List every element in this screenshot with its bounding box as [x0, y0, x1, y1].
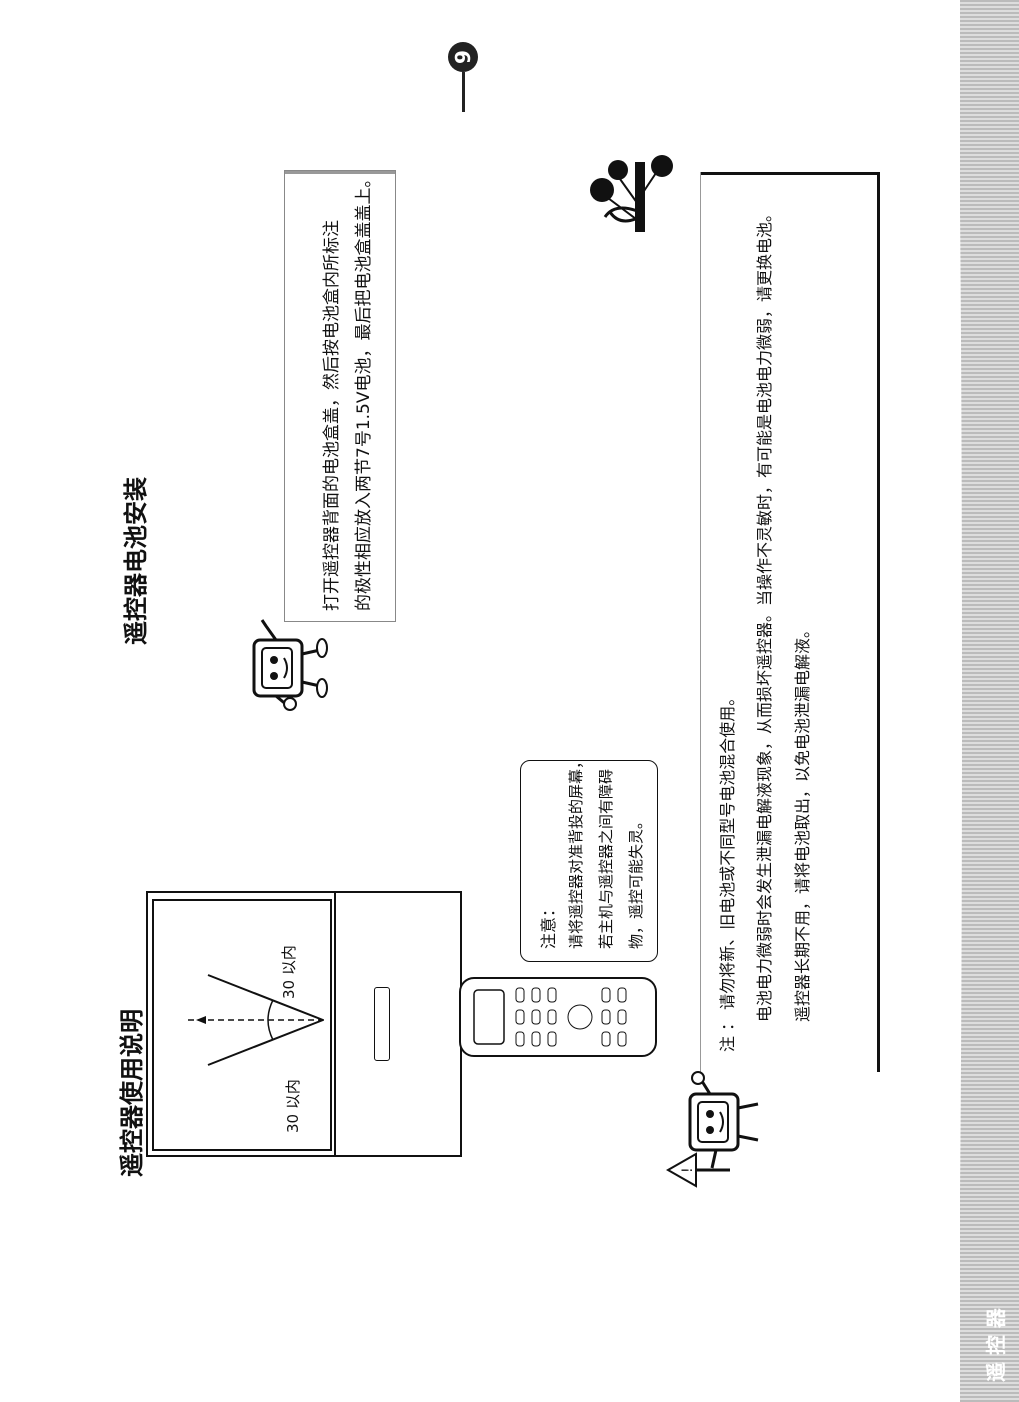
- remote-sensor-window: [374, 987, 390, 1061]
- page-number-rule: [462, 72, 465, 112]
- warning-mascot-icon: !: [665, 1071, 759, 1188]
- notes-frame-bottom: [877, 172, 880, 1072]
- flower-decoration-icon: [590, 155, 673, 232]
- battery-instruction-box: 打开遥控器背面的电池盒盖，然后按电池盒内所标注 的极性相应放入两节7号1.5V电…: [284, 170, 396, 622]
- notes-line-2: 电池电力微弱时会发生泄漏电解液现象，从而损坏遥控器。当操作不灵敏时，有可能是电池…: [755, 205, 774, 1022]
- caution-line-2: 若主机与遥控器之间有障碍: [597, 768, 615, 949]
- caution-line-3: 物，遥控可能失灵。: [627, 813, 645, 949]
- caution-line-1: 请将遥控器对准背投的屏幕，: [567, 753, 585, 949]
- notes-text-1: 请勿将新、旧电池或不同型号电池混合使用。: [718, 689, 737, 1010]
- remote-section-title: 遥控器使用说明: [118, 1009, 146, 1177]
- battery-instruction-line-2: 的极性相应放入两节7号1.5V电池，最后把电池盒盖盖上。: [354, 170, 374, 611]
- svg-text:!: !: [680, 1167, 696, 1173]
- footer-wave: [948, 0, 962, 1402]
- angle-diagram: [188, 974, 328, 1066]
- caution-title: 注意：: [539, 900, 558, 949]
- tv-divider: [334, 893, 336, 1155]
- notes-line-1: 注 ： 请勿将新、旧电池或不同型号电池混合使用。: [718, 689, 737, 1052]
- page-number: 9: [448, 42, 478, 72]
- battery-instruction-line-1: 打开遥控器背面的电池盒盖，然后按电池盒内所标注: [322, 220, 342, 611]
- notes-line-3: 遥控器长期不用，请将电池取出，以免电池泄漏电解液。: [793, 621, 812, 1022]
- battery-section-title: 遥控器电池安装: [122, 477, 150, 645]
- tv-mascot-icon: [252, 619, 328, 711]
- notes-prefix: 注 ：: [718, 1014, 737, 1052]
- angle-right-label: 30 以内: [280, 945, 298, 999]
- notes-frame-side: [701, 172, 880, 175]
- angle-left-label: 30 以内: [284, 1079, 302, 1133]
- remote-control-icon: [459, 977, 657, 1057]
- footer-band-text: 遥 控 器: [984, 1308, 1008, 1382]
- projection-tv-illustration: 30 以内 30 以内: [146, 891, 462, 1157]
- footer-band: 遥 控 器: [948, 0, 1019, 1402]
- caution-box: 注意： 请将遥控器对准背投的屏幕， 若主机与遥控器之间有障碍 物，遥控可能失灵。: [520, 754, 658, 962]
